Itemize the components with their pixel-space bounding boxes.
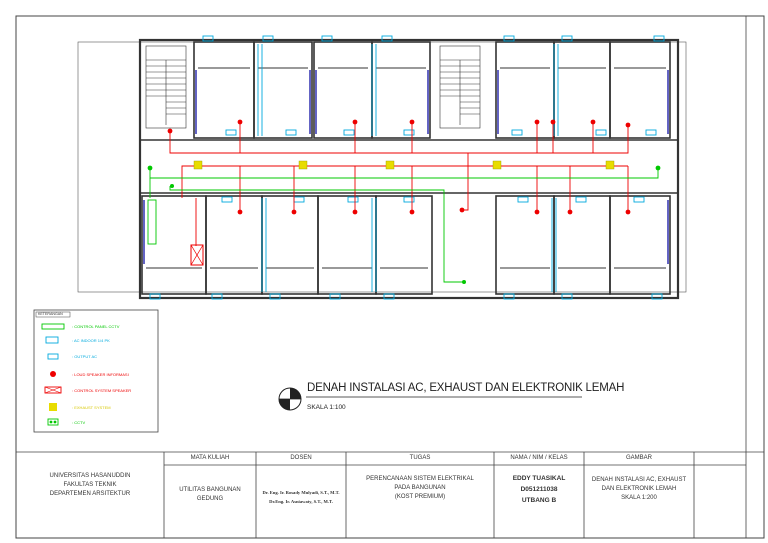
floor-plan <box>77 38 687 300</box>
header-nama-nim-kelas: NAMA / NIM / KELAS <box>510 455 568 461</box>
ac-indoor-icon <box>45 336 59 344</box>
legend-label-output-ac: : OUTPUT AC <box>72 354 98 359</box>
legend-label-cctv: : CCTV <box>72 420 86 425</box>
title-block-frame <box>16 451 764 538</box>
legend-box <box>33 309 159 433</box>
control-panel-cctv-icon <box>41 323 65 330</box>
drawing-name-line-2: DAN ELEKTRONIK LEMAH <box>601 486 677 492</box>
speaker-control-icon <box>44 386 62 394</box>
cctv-points <box>147 165 661 284</box>
drawing-title-symbol <box>278 387 582 411</box>
speaker-control-panel <box>190 244 204 266</box>
legend-label-control-panel-cctv: : CONTROL PANEL CCTV <box>72 324 120 329</box>
header-gambar: GAMBAR <box>625 455 652 461</box>
header-mata-kuliah: MATA KULIAH <box>190 455 230 461</box>
bathroom-partitions <box>146 67 666 269</box>
student-nim: D051211038 <box>520 486 558 493</box>
lecturers-block: Dr. Eng. Ir. Rosady Mulyadi, S.T., M.T. … <box>256 488 346 506</box>
course-line-1: UTILITAS BANGUNAN <box>179 487 241 493</box>
legend-heading: KETERANGAN <box>38 312 63 316</box>
exhaust-icon <box>49 403 57 411</box>
rooms-top <box>193 41 671 139</box>
ac-system <box>149 35 665 300</box>
drawing-title: DENAH INSTALASI AC, EXHAUST DAN ELEKTRON… <box>307 382 625 394</box>
drawing-name-block: DENAH INSTALASI AC, EXHAUST DAN ELEKTRON… <box>584 476 694 503</box>
exhaust-units <box>193 160 615 170</box>
student-class: UTBANG B <box>521 497 557 504</box>
cctv-icon <box>47 418 59 426</box>
speaker-wiring <box>169 122 629 246</box>
loud-speaker-icon <box>50 371 56 377</box>
course-line-2: GEDUNG <box>196 496 224 502</box>
drawing-name-line-1: DENAH INSTALASI AC, EXHAUST <box>591 477 687 483</box>
student-block: EDDY TUASIKAL D051211038 UTBANG B <box>494 473 584 506</box>
drawing-scale: SKALA 1:100 <box>307 404 346 411</box>
rooms-bottom <box>141 195 671 295</box>
institution-university: UNIVERSITAS HASANUDDIN <box>49 473 131 479</box>
lecturer-2: Dr.Eng. Ir. Asniawaty, S.T., M.T. <box>269 499 333 504</box>
task-line-1: PERENCANAAN SISTEM ELEKTRIKAL <box>366 476 474 482</box>
cctv-wiring <box>147 168 659 283</box>
drawing-name-line-3: SKALA 1:200 <box>621 495 657 501</box>
legend-label-ac-indoor: : AC INDOOR 1/4 PK <box>72 338 110 343</box>
lecturer-1: Dr. Eng. Ir. Rosady Mulyadi, S.T., M.T. <box>262 490 340 495</box>
course-block: UTILITAS BANGUNAN GEDUNG <box>164 486 256 504</box>
loud-speaker-points <box>167 119 631 215</box>
institution-faculty: FAKULTAS TEKNIK <box>63 482 117 488</box>
institution-block: UNIVERSITAS HASANUDDIN FAKULTAS TEKNIK D… <box>16 472 164 499</box>
output-ac-icon <box>47 353 59 360</box>
header-dosen: DOSEN <box>290 455 312 461</box>
student-name: EDDY TUASIKAL <box>512 475 566 482</box>
header-tugas: TUGAS <box>409 455 431 461</box>
legend-label-exhaust: : EXHAUST SYSTEM <box>72 405 111 410</box>
legend-label-speaker-control: : CONTROL SYSTEM SPEAKER <box>72 388 132 393</box>
legend-label-loud-speaker: : LOUD SPEAKER INFORMASI <box>72 372 129 377</box>
task-line-2: PADA BANGUNAN <box>394 485 446 491</box>
task-block: PERENCANAAN SISTEM ELEKTRIKAL PADA BANGU… <box>346 475 494 502</box>
windows <box>143 70 669 264</box>
institution-department: DEPARTEMEN ARSITEKTUR <box>49 491 131 497</box>
stair-left <box>145 45 187 129</box>
stair-right <box>439 45 481 129</box>
task-line-3: (KOST PREMIUM) <box>394 494 446 500</box>
